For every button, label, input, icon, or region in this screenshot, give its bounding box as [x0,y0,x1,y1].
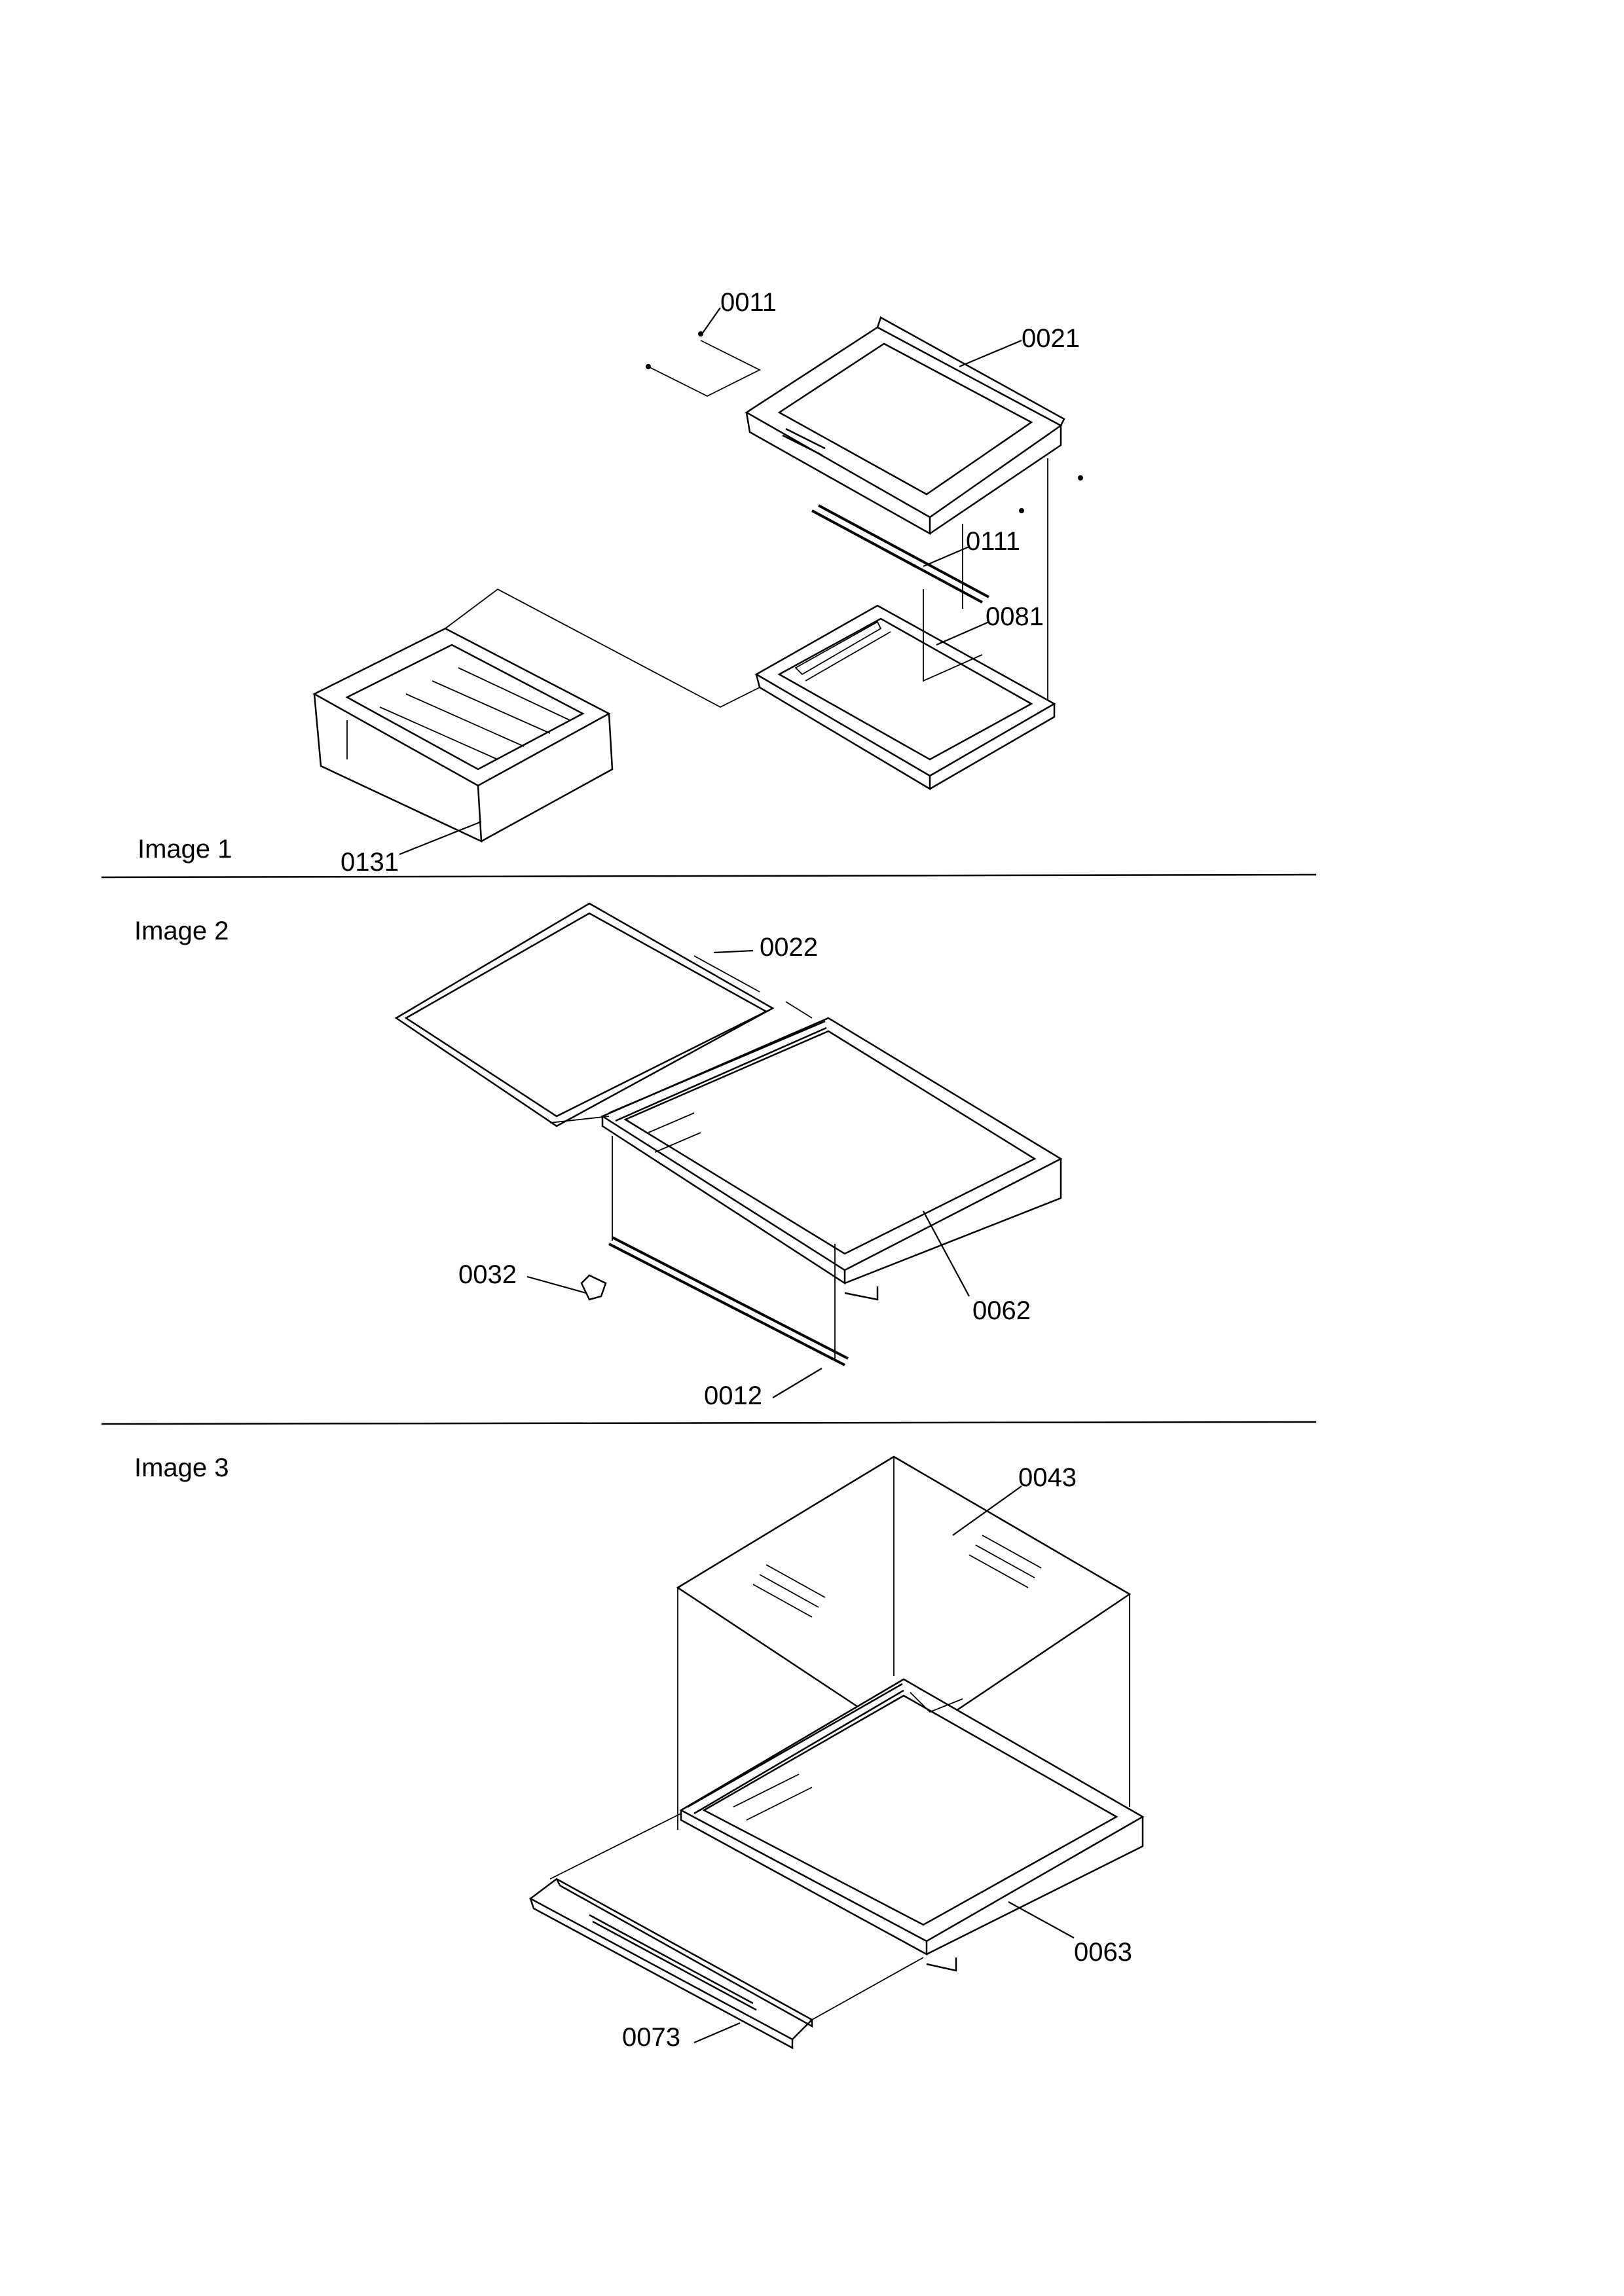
part-label-0131: 0131 [341,848,399,877]
assembly-line-image-1 [445,458,1048,708]
screw-0011 [646,331,762,397]
shelf-0021 [745,316,1083,536]
shelf-frame-0062 [600,1017,1063,1301]
leader-0062 [923,1211,970,1297]
leader-0032 [526,1275,587,1294]
leader-0131 [399,820,482,856]
leader-0021 [959,339,1022,368]
part-label-0062: 0062 [972,1296,1031,1325]
part-label-0043: 0043 [1018,1463,1077,1492]
part-label-0073: 0073 [622,2023,680,2052]
shelf-frame-0063 [679,1678,1145,1972]
section-image-3: Image 3 [134,1453,1145,2052]
clip-0032 [580,1274,607,1301]
section-image-1: Image 1 [138,288,1083,877]
section-image-2: Image 2 0022 [134,902,1063,1410]
assembly-line-image-2 [549,1001,836,1358]
leader-0012 [772,1368,822,1398]
part-label-0063: 0063 [1074,1938,1132,1967]
shelf-frame-0081 [754,604,1056,791]
leader-0043 [952,1485,1022,1536]
section-divider-2 [101,1421,1317,1425]
leader-0063 [1008,1901,1075,1939]
trim-strip-0012 [608,1236,849,1366]
assembly-line-image-3 [549,1813,924,2020]
leader-0022 [713,949,754,954]
part-label-0111: 0111 [966,527,1020,556]
glass-shelf-0022 [394,902,775,1127]
part-label-0022: 0022 [760,933,818,962]
leader-0011 [701,307,721,335]
part-label-0081: 0081 [986,602,1044,631]
leader-0073 [693,2022,741,2044]
part-label-0012: 0012 [704,1381,762,1410]
section-label-image-3: Image 3 [134,1453,229,1482]
part-label-0021: 0021 [1022,324,1080,353]
section-label-image-1: Image 1 [138,835,232,864]
crisper-drawer-0131 [312,627,614,843]
trim-strip-0111 [811,504,989,604]
part-label-0032: 0032 [458,1260,517,1289]
leader-0081 [936,621,989,646]
section-label-image-2: Image 2 [134,917,229,945]
part-label-0011: 0011 [720,288,777,317]
leader-0111 [923,545,970,568]
section-divider-1 [101,873,1317,879]
